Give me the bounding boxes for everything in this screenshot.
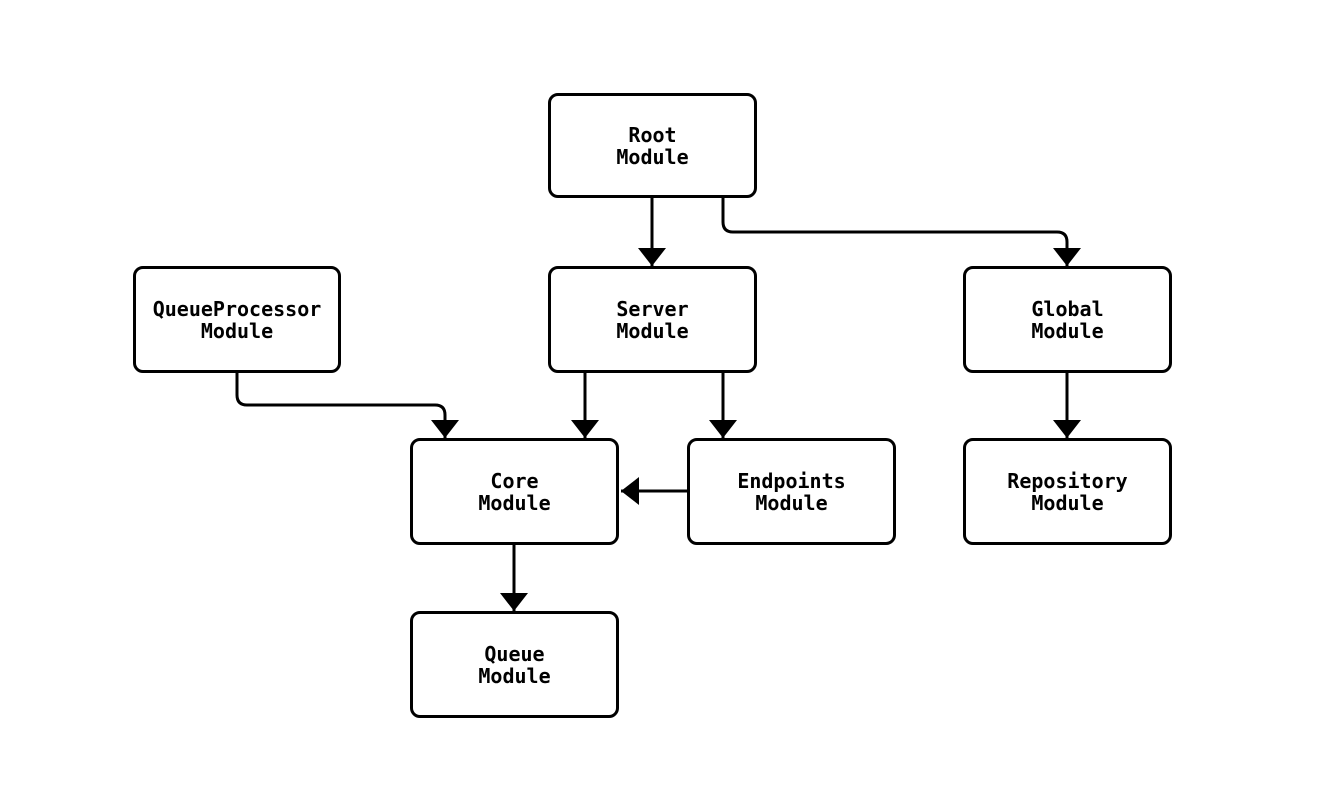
node-queue: Queue Module bbox=[410, 611, 619, 718]
node-label-core: Core Module bbox=[478, 468, 551, 515]
node-label-global: Global Module bbox=[1031, 296, 1104, 343]
node-server: Server Module bbox=[548, 266, 757, 373]
node-endpoints: Endpoints Module bbox=[687, 438, 896, 545]
edge-root-global bbox=[721, 198, 1081, 266]
node-label-queue: Queue Module bbox=[478, 641, 551, 688]
node-queueprocessor: QueueProcessor Module bbox=[133, 266, 341, 373]
node-label-repository: Repository Module bbox=[1007, 468, 1128, 515]
node-label-queueprocessor: QueueProcessor Module bbox=[152, 296, 322, 343]
node-label-endpoints: Endpoints Module bbox=[737, 468, 846, 515]
node-global: Global Module bbox=[963, 266, 1172, 373]
node-label-server: Server Module bbox=[616, 296, 689, 343]
edge-queueprocessor-core bbox=[235, 373, 459, 438]
node-root: Root Module bbox=[548, 93, 757, 198]
node-repository: Repository Module bbox=[963, 438, 1172, 545]
node-label-root: Root Module bbox=[616, 122, 689, 169]
node-core: Core Module bbox=[410, 438, 619, 545]
